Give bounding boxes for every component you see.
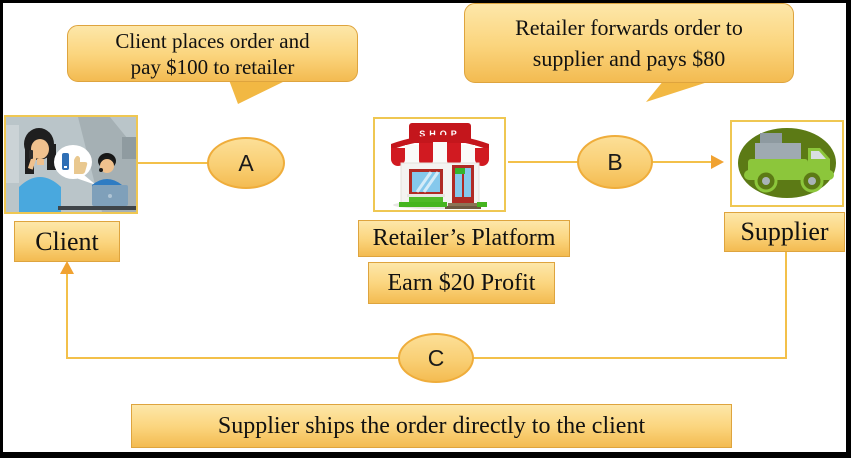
retailer-illustration: SHOP <box>373 117 506 212</box>
connector-c-arrowhead <box>60 261 74 274</box>
truck-image <box>732 122 842 205</box>
client-label: Client <box>14 221 120 262</box>
client-label-text: Client <box>35 226 99 256</box>
callout-right-tail <box>646 80 714 102</box>
callout-client-order-line2: pay $100 to retailer <box>130 54 295 79</box>
shop-sign-text: SHOP <box>419 129 461 139</box>
flow-ellipse-c: C <box>398 333 474 383</box>
flow-ellipse-b-text: B <box>607 148 623 175</box>
connector-b-arrowhead <box>711 155 724 169</box>
shipping-banner-text: Supplier ships the order directly to the… <box>217 412 646 439</box>
flow-ellipse-a-text: A <box>238 149 254 176</box>
client-support-image <box>6 117 136 212</box>
client-illustration <box>4 115 138 214</box>
flow-ellipse-c-text: C <box>427 344 445 371</box>
frame-left <box>0 0 3 452</box>
retailer-profit-text: Earn $20 Profit <box>387 269 536 296</box>
callout-client-order: Client places order and pay $100 to reta… <box>67 25 358 82</box>
shipping-banner: Supplier ships the order directly to the… <box>131 404 732 448</box>
flow-ellipse-b: B <box>577 135 653 189</box>
retailer-label: Retailer’s Platform <box>358 220 570 257</box>
callout-retailer-forward: Retailer forwards order to supplier and … <box>464 3 794 83</box>
supplier-label: Supplier <box>724 212 845 252</box>
supplier-label-text: Supplier <box>740 217 829 246</box>
supplier-illustration <box>730 120 844 207</box>
awning-scallops <box>391 142 489 167</box>
frame-bottom <box>0 452 851 458</box>
callout-client-order-line1: Client places order and <box>115 28 310 53</box>
retailer-label-text: Retailer’s Platform <box>372 225 556 251</box>
shop-image: SHOP <box>375 119 504 210</box>
retailer-profit-label: Earn $20 Profit <box>368 262 555 304</box>
flow-ellipse-a: A <box>207 137 285 189</box>
frame-right <box>846 0 851 452</box>
callout-retailer-forward-line2: supplier and pays $80 <box>532 46 726 71</box>
callout-retailer-forward-line1: Retailer forwards order to <box>515 15 743 40</box>
frame-top <box>0 0 851 3</box>
callout-left-tail <box>229 80 287 104</box>
